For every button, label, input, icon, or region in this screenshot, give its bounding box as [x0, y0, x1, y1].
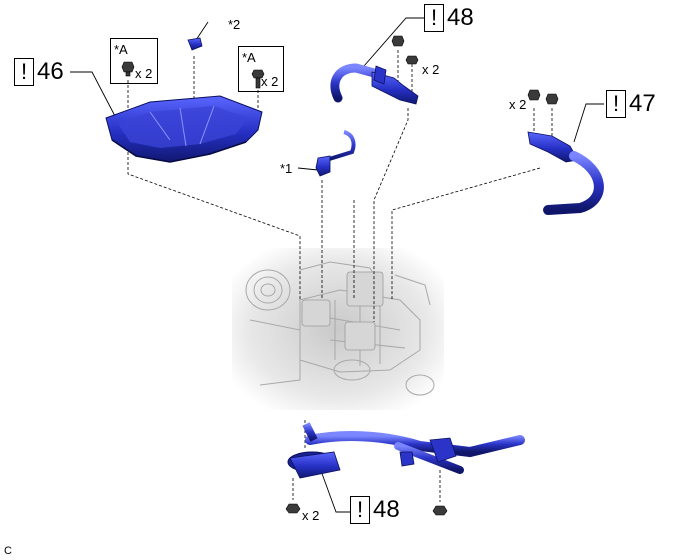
callout-47: ! 47: [606, 90, 656, 118]
spec-label-a: *A: [114, 42, 128, 57]
quantity-label: x 2: [422, 62, 440, 77]
callout-number: 47: [629, 90, 656, 117]
small-pipe-part: [315, 130, 356, 177]
part-label-2: *2: [228, 17, 241, 32]
engine-cover-part: [105, 95, 263, 163]
spec-box-left: *A x 2: [110, 38, 158, 84]
bolt-icons: [121, 35, 559, 516]
callout-number: 46: [37, 58, 64, 85]
callout-46: ! 46: [14, 58, 64, 86]
upper-hose-part: [330, 63, 419, 105]
figure-code-label: C: [4, 545, 12, 557]
lower-hose-part: [287, 422, 525, 479]
quantity-label: x 2: [135, 66, 153, 81]
callout-48-bottom: ! 48: [350, 496, 400, 524]
engine-background: [232, 248, 444, 410]
warning-icon: !: [14, 58, 34, 86]
part-label-1: *1: [280, 161, 293, 176]
quantity-label: x 2: [509, 97, 527, 112]
callout-number: 48: [373, 496, 400, 523]
warning-icon: !: [606, 90, 626, 118]
solid-leaders: [70, 17, 604, 513]
dashed-leaders: [127, 50, 553, 502]
callout-number: 48: [447, 4, 474, 31]
callout-48-top: ! 48: [424, 4, 474, 32]
quantity-label: x 2: [302, 508, 320, 523]
clip-part: [187, 37, 203, 51]
right-hose-part: [527, 131, 604, 215]
spec-box-right: *A x 2: [238, 46, 284, 92]
warning-icon: !: [350, 496, 370, 524]
warning-icon: !: [424, 4, 444, 32]
quantity-label: x 2: [261, 74, 279, 89]
spec-label-a: *A: [242, 50, 256, 65]
